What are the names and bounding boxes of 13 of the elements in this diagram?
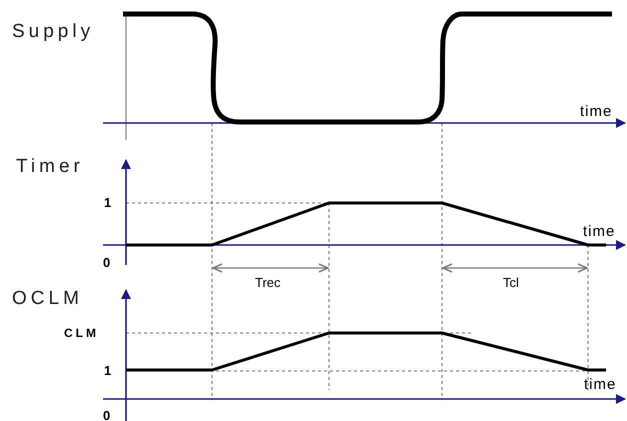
tick-label: CLM: [64, 327, 99, 339]
dimension-label: Tcl: [503, 276, 519, 289]
tick-label: 0: [103, 256, 110, 269]
tick-label: 1: [104, 196, 112, 209]
axis-label: time: [580, 104, 612, 119]
tick-label: 0: [103, 409, 110, 421]
axis-label: time: [584, 377, 616, 392]
signal-name: Supply: [12, 22, 94, 41]
axis-label: time: [583, 224, 616, 239]
dimension-label: Trec: [255, 276, 281, 289]
signal-name: OCLM: [12, 289, 83, 308]
tick-label: 1: [104, 364, 112, 377]
signal-name: Timer: [16, 157, 84, 176]
